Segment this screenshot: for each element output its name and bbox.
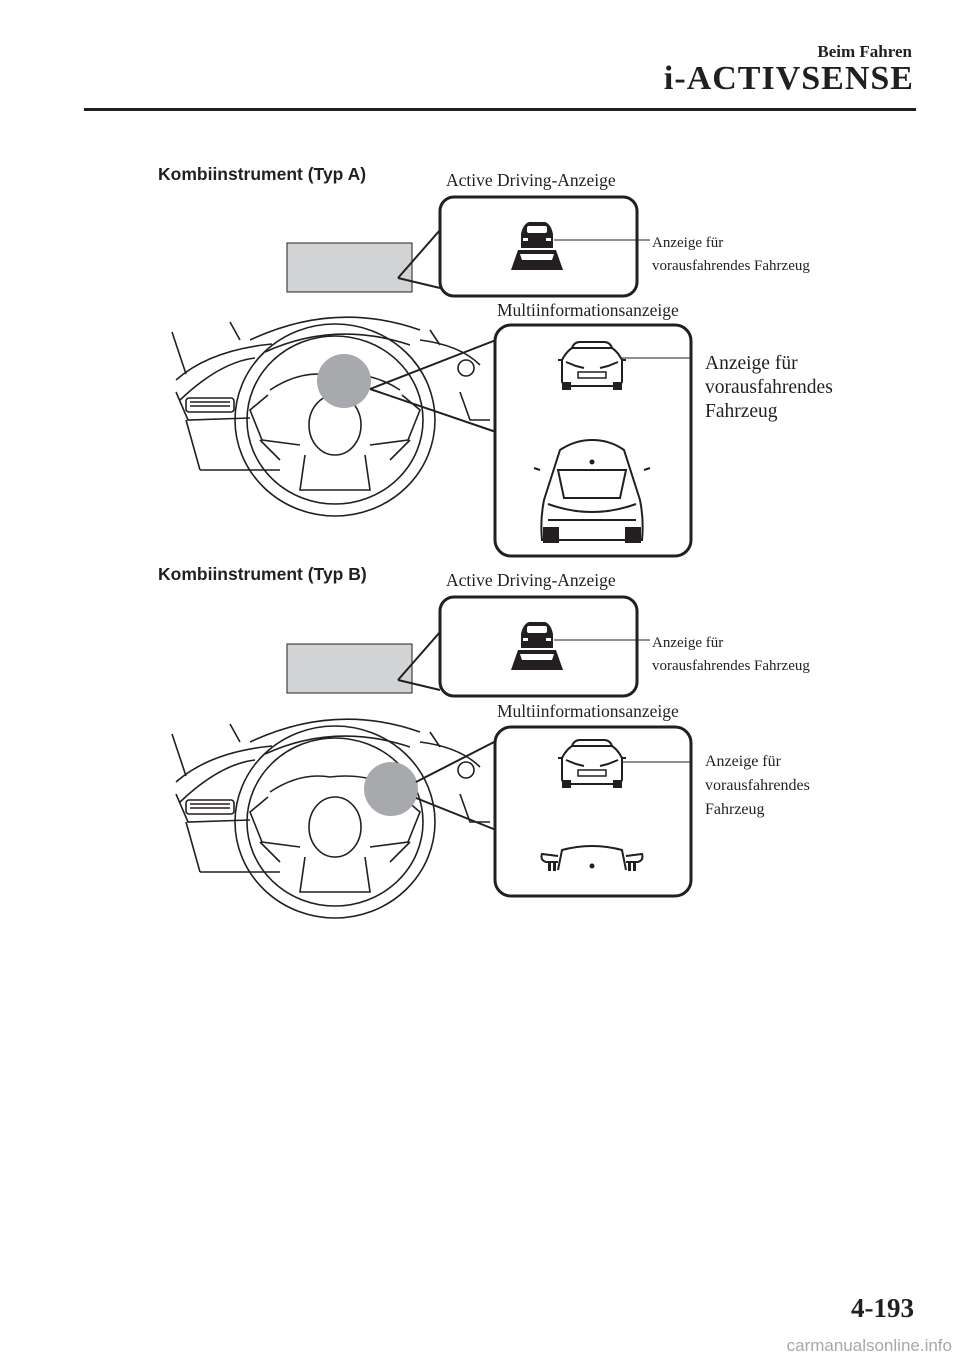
callout-line: vorausfahrendes Fahrzeug (652, 258, 810, 274)
callout-line: vorausfahrendes (705, 377, 833, 398)
multi-info-label-a: Multiinformationsanzeige (497, 300, 679, 320)
multi-info-callout-b: Anzeige für vorausfahrendes Fahrzeug (705, 750, 810, 822)
callout-line: Anzeige für (705, 753, 781, 770)
callout-line: Fahrzeug (705, 801, 765, 818)
heading-type-b: Kombiinstrument (Typ B) (158, 564, 367, 584)
callout-line: vorausfahrendes (705, 777, 810, 794)
page-number: 4-193 (851, 1293, 914, 1323)
active-driving-callout-b: Anzeige für vorausfahrendes Fahrzeug (652, 632, 810, 678)
heading-type-a: Kombiinstrument (Typ A) (158, 164, 367, 184)
multi-info-callout-a: Anzeige für vorausfahrendes Fahrzeug (705, 352, 833, 424)
callout-line: Anzeige für (652, 235, 724, 251)
watermark: carmanualsonline.info (786, 1336, 952, 1355)
callout-line: vorausfahrendes Fahrzeug (652, 658, 810, 674)
multi-info-label-b: Multiinformationsanzeige (497, 701, 679, 721)
active-driving-label-b: Active Driving-Anzeige (446, 570, 616, 590)
callout-line: Anzeige für (652, 635, 724, 651)
header-rule (84, 108, 916, 111)
callout-line: Fahrzeug (705, 401, 778, 422)
chapter-title: i-ACTIVSENSE (663, 60, 914, 97)
section-title: Beim Fahren (817, 42, 912, 61)
active-driving-callout-a: Anzeige für vorausfahrendes Fahrzeug (652, 232, 810, 278)
callout-line: Anzeige für (705, 353, 798, 374)
active-driving-label-a: Active Driving-Anzeige (446, 170, 616, 190)
